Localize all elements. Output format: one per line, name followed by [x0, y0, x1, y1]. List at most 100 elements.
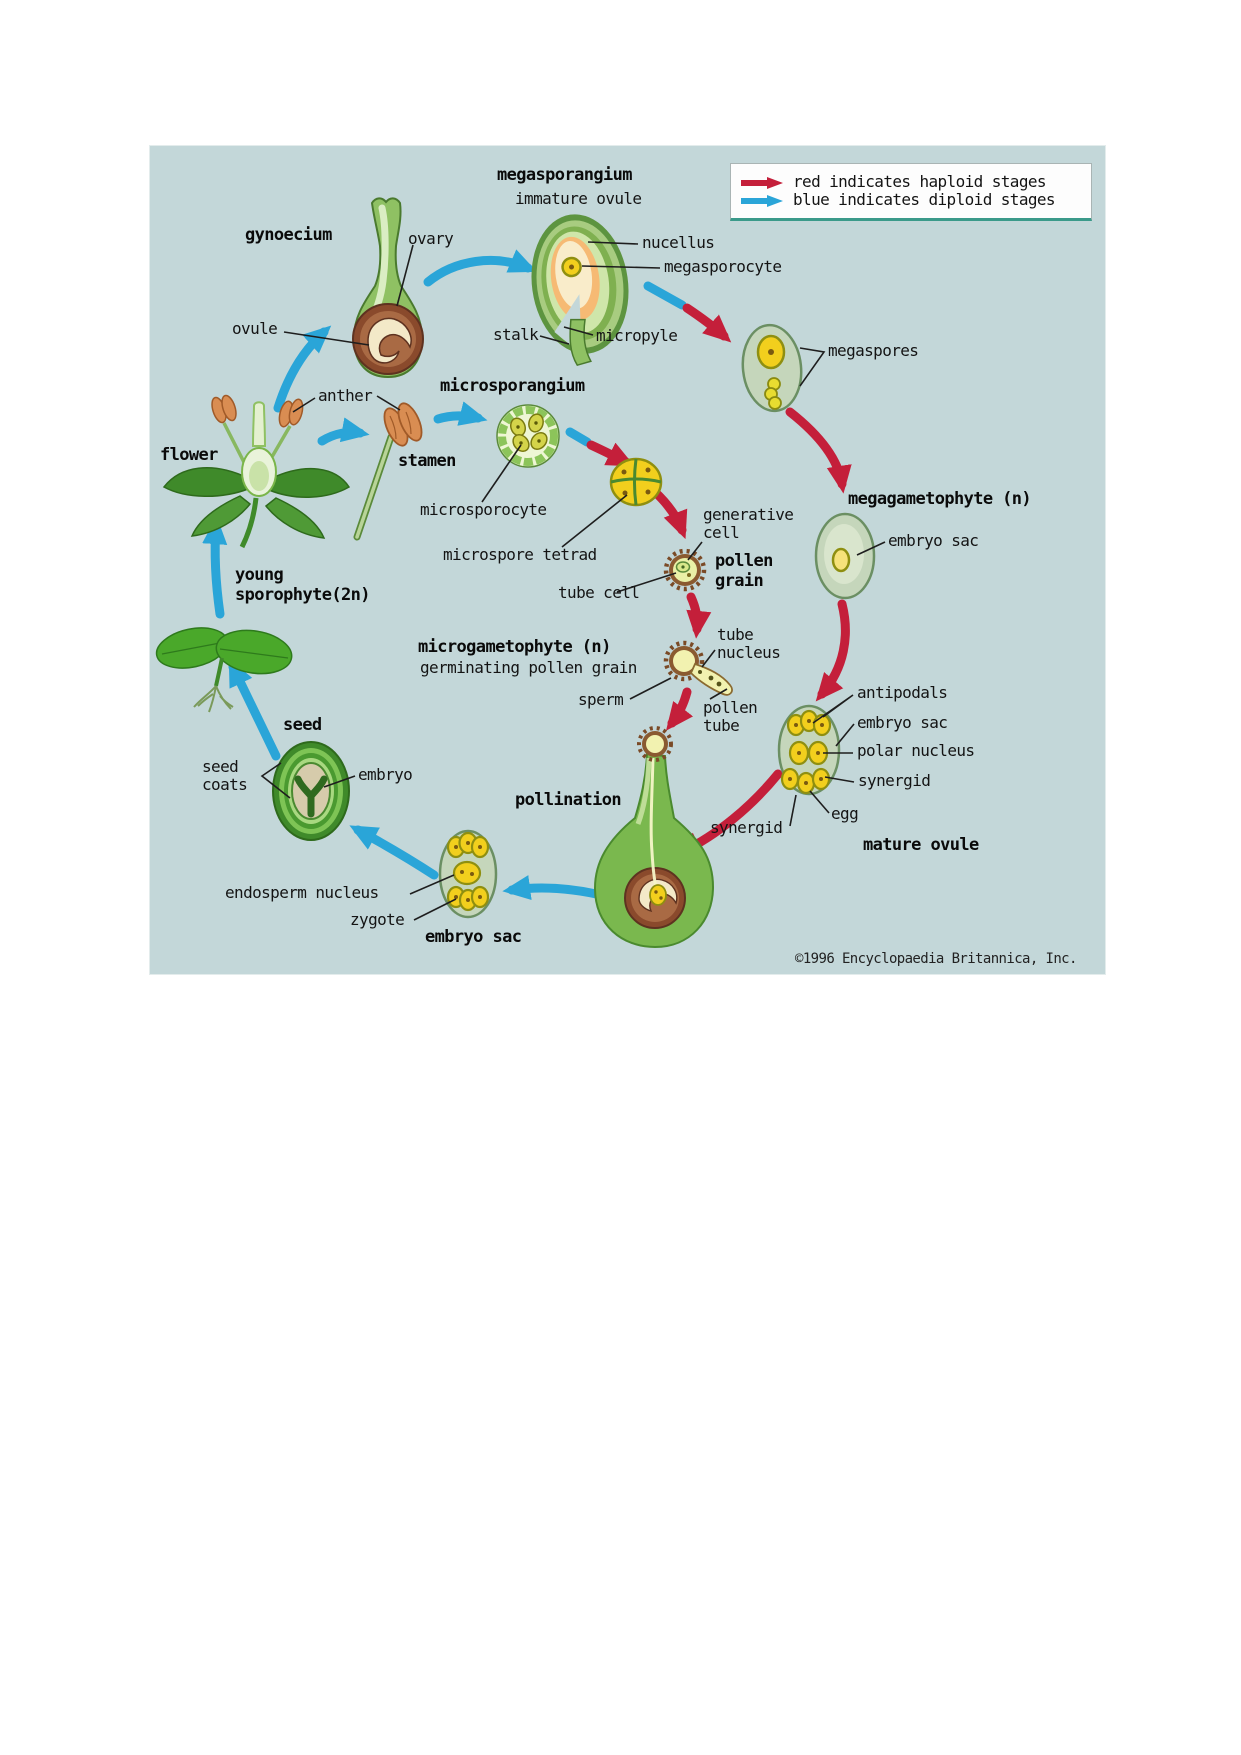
diploid-arrows	[202, 249, 687, 901]
label-embryo-sac-bottom: embryo sac	[425, 927, 522, 947]
arrow-ovule-to-megaspores	[682, 303, 732, 343]
label-seed-coats: seed coats	[202, 757, 248, 795]
arrow-pollen-to-germinating	[686, 592, 712, 639]
label-immature-ovule: immature ovule	[515, 189, 642, 208]
leader-embryo-sac-mature	[835, 723, 855, 747]
label-megasporocyte: megasporocyte	[664, 257, 782, 276]
label-pollen-grain: pollen grain	[715, 551, 773, 591]
arrow-tetrad-to-pollen-grain	[649, 486, 688, 540]
label-anther: anther	[318, 386, 373, 405]
label-ovule: ovule	[232, 319, 278, 338]
label-embryo-sac-mature: embryo sac	[857, 713, 948, 732]
immature-ovule-structure	[531, 214, 629, 367]
leader-tube-cell	[616, 572, 677, 593]
leader-egg	[809, 790, 830, 814]
arrow-megagametophyte-to-mature-ovule	[815, 599, 850, 702]
leader-micropyle	[563, 326, 594, 336]
label-ovary: ovary	[408, 229, 454, 248]
label-egg: egg	[831, 804, 859, 823]
label-tube-nucleus: tube nucleus	[717, 625, 781, 663]
legend-box: red indicates haploid stages blue indica…	[730, 163, 1092, 221]
legend-diploid-label: blue indicates diploid stages	[793, 190, 1056, 209]
legend-haploid-label: red indicates haploid stages	[793, 172, 1047, 191]
copyright-text: ©1996 Encyclopaedia Britannica, Inc.	[795, 951, 1077, 967]
label-flower: flower	[160, 445, 218, 465]
arrow-germinating-to-pollination	[666, 687, 694, 731]
label-gynoecium: gynoecium	[245, 225, 332, 245]
leader-stalk	[539, 335, 570, 345]
leader-microsporocyte	[481, 444, 522, 503]
leader-sperm	[629, 677, 672, 700]
leader-seed-coats	[260, 762, 291, 799]
leader-megasporocyte	[581, 265, 661, 269]
pollen-grain-structure	[663, 548, 707, 592]
label-seed: seed	[283, 715, 322, 735]
leader-embryo	[323, 775, 356, 788]
arrow-sporophyte-to-flower	[202, 516, 228, 619]
label-embryo-sac-megagametophyte: embryo sac	[888, 531, 979, 550]
leader-microspore-tetrad	[561, 494, 628, 548]
leader-ovary	[396, 244, 414, 307]
microsporangium-structure	[496, 404, 560, 468]
label-antipodals: antipodals	[857, 683, 948, 702]
leader-generative-cell	[687, 541, 703, 561]
label-synergid-upper: synergid	[858, 771, 931, 790]
label-microgametophyte: microgametophyte (n)	[418, 637, 611, 657]
label-synergid-lower: synergid	[710, 818, 783, 837]
label-megasporangium: megasporangium	[497, 165, 632, 185]
leader-nucellus	[587, 241, 639, 245]
label-germinating-pollen-grain: germinating pollen grain	[420, 658, 637, 677]
label-microsporangium: microsporangium	[440, 376, 585, 396]
arrow-meiosis-blue-segment-microsporangium	[565, 427, 592, 447]
leader-antipodals	[812, 694, 854, 724]
leader-anther-left	[292, 397, 316, 413]
leader-tube-nucleus	[701, 649, 716, 668]
life-cycle-diagram: red indicates haploid stages blue indica…	[150, 146, 1105, 974]
pollination-structure	[593, 726, 715, 949]
label-stalk: stalk	[493, 325, 539, 344]
diagram-artwork	[155, 197, 886, 949]
arrow-flower-to-stamen	[317, 417, 370, 446]
label-zygote: zygote	[350, 910, 405, 929]
leader-ovule	[283, 331, 370, 346]
leader-megaspores	[799, 347, 826, 387]
stamen-structure	[353, 402, 423, 541]
seed-structure	[272, 741, 350, 841]
leader-endosperm-nucleus	[409, 874, 455, 895]
label-sperm: sperm	[578, 690, 624, 709]
leader-lines	[260, 241, 886, 921]
label-pollination: pollination	[515, 790, 622, 810]
leader-pollen-tube	[709, 688, 728, 700]
label-tube-cell: tube cell	[558, 583, 640, 602]
label-stamen: stamen	[398, 451, 456, 471]
label-polar-nucleus: polar nucleus	[857, 741, 975, 760]
mature-ovule-structure	[777, 704, 841, 796]
leader-synergid-lower	[789, 794, 797, 827]
arrow-seed-to-sporophyte	[228, 658, 281, 761]
label-young-sporophyte: young sporophyte(2n)	[235, 565, 370, 605]
label-megagametophyte: megagametophyte (n)	[848, 489, 1032, 509]
label-nucellus: nucellus	[642, 233, 715, 252]
label-pollen-tube: pollen tube	[703, 698, 758, 736]
legend-row-diploid: blue indicates diploid stages	[739, 192, 1083, 208]
microspore-tetrad-structure	[609, 457, 663, 507]
blue-arrow-icon	[739, 193, 785, 207]
leader-zygote	[413, 898, 457, 921]
leader-anther-right	[376, 395, 401, 411]
young-sporophyte-structure	[155, 627, 293, 713]
arrow-meiosis-blue-segment-ovule	[643, 281, 687, 310]
flower-structure	[162, 394, 351, 549]
gynoecium-structure	[352, 197, 424, 379]
leader-synergid-upper	[824, 776, 855, 783]
arrow-pollination-to-embryosac	[502, 875, 610, 901]
label-endosperm-nucleus: endosperm nucleus	[225, 883, 379, 902]
label-megaspores: megaspores	[828, 341, 919, 360]
label-mature-ovule: mature ovule	[863, 835, 979, 855]
legend-row-haploid: red indicates haploid stages	[739, 174, 1083, 190]
arrow-embryosac-to-seed	[349, 825, 439, 880]
label-microspore-tetrad: microspore tetrad	[443, 545, 597, 564]
arrow-stamen-to-microsporangium	[433, 401, 488, 426]
label-generative-cell: generative cell	[703, 505, 794, 543]
arrow-megaspores-to-megagametophyte	[785, 407, 852, 494]
